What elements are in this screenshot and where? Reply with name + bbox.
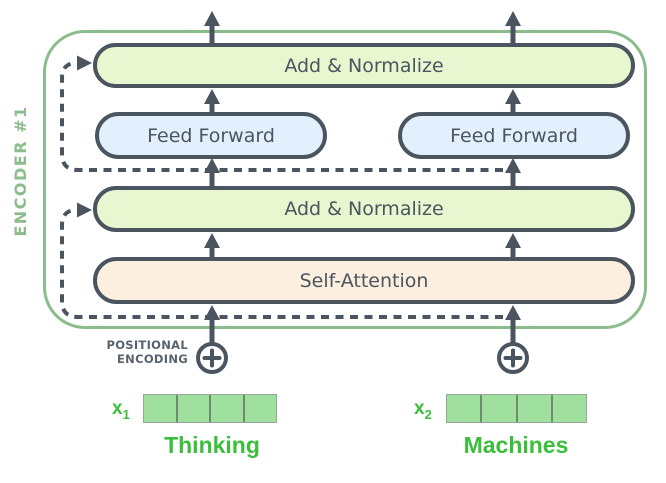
input-vector-label-x2: x2 bbox=[414, 398, 432, 422]
positional-encoding-line1: POSITIONAL bbox=[106, 338, 188, 352]
arrow-addnorm-to-ff-right bbox=[505, 158, 521, 186]
vector-cell bbox=[482, 395, 518, 422]
arrow-input-left bbox=[204, 305, 220, 346]
x1-subscript: 1 bbox=[122, 406, 130, 422]
x1-base: x bbox=[112, 398, 123, 419]
positional-encoding-line2: ENCODING bbox=[117, 351, 188, 366]
feed-forward-right-box: Feed Forward bbox=[398, 112, 630, 159]
embedding-vector-x2 bbox=[446, 394, 587, 423]
arrow-sa-to-addnorm-left bbox=[204, 233, 220, 257]
vector-cell bbox=[144, 395, 178, 422]
vector-cell bbox=[517, 395, 553, 422]
embedding-vector-x1 bbox=[143, 394, 277, 423]
vector-cell bbox=[447, 395, 483, 422]
self-attention-box: Self-Attention bbox=[93, 257, 635, 304]
residual-path-self-attention bbox=[60, 202, 503, 319]
add-normalize-bottom-box: Add & Normalize bbox=[93, 186, 635, 232]
input-word-thinking: Thinking bbox=[164, 432, 260, 458]
x2-base: x bbox=[414, 398, 425, 419]
arrow-output-right bbox=[505, 11, 521, 43]
arrow-input-right bbox=[505, 305, 521, 346]
vector-cell bbox=[244, 395, 276, 422]
arrow-output-left bbox=[204, 11, 220, 43]
input-vector-label-x1: x1 bbox=[112, 398, 130, 422]
positional-encoding-caption: POSITIONAL ENCODING bbox=[88, 338, 188, 366]
arrow-addnorm-to-ff-left bbox=[204, 158, 220, 186]
residual-path-feed-forward bbox=[60, 55, 503, 172]
feed-forward-left-box: Feed Forward bbox=[95, 112, 327, 159]
input-word-machines: Machines bbox=[463, 432, 569, 458]
encoder-frame bbox=[43, 30, 647, 329]
arrow-sa-to-addnorm-right bbox=[505, 233, 521, 257]
plus-circle-icon-left bbox=[196, 342, 228, 374]
x2-subscript: 2 bbox=[424, 406, 432, 422]
plus-circle-icon-right bbox=[497, 342, 529, 374]
arrow-ff-to-addnorm-right bbox=[505, 89, 521, 112]
add-normalize-top-box: Add & Normalize bbox=[93, 43, 635, 88]
arrow-ff-to-addnorm-left bbox=[204, 89, 220, 112]
vector-cell bbox=[211, 395, 245, 422]
vector-cell bbox=[552, 395, 586, 422]
vector-cell bbox=[177, 395, 211, 422]
